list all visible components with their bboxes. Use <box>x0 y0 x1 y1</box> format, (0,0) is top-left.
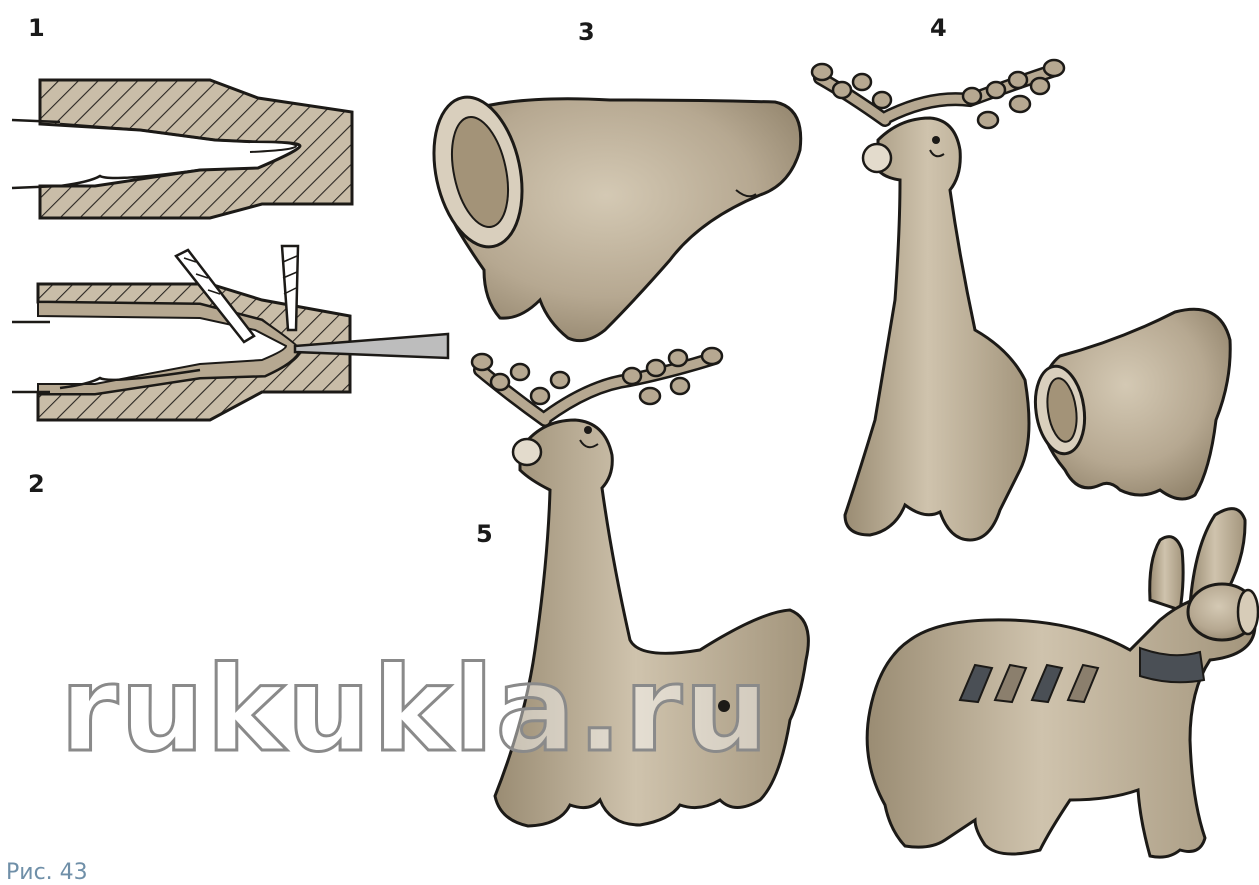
label-1: 1 <box>28 14 45 42</box>
clay-animal-painted <box>867 509 1258 858</box>
clay-body-piece-small <box>1030 309 1230 499</box>
mould-section-1 <box>12 80 352 218</box>
mould-section-2 <box>12 246 448 420</box>
label-4: 4 <box>930 14 947 42</box>
clay-deer-upright-4 <box>812 60 1064 540</box>
watermark: rukukla.ru <box>60 650 770 768</box>
clay-body-piece-3 <box>421 89 801 341</box>
label-3: 3 <box>578 18 595 46</box>
label-5: 5 <box>476 520 493 548</box>
label-2: 2 <box>28 470 45 498</box>
